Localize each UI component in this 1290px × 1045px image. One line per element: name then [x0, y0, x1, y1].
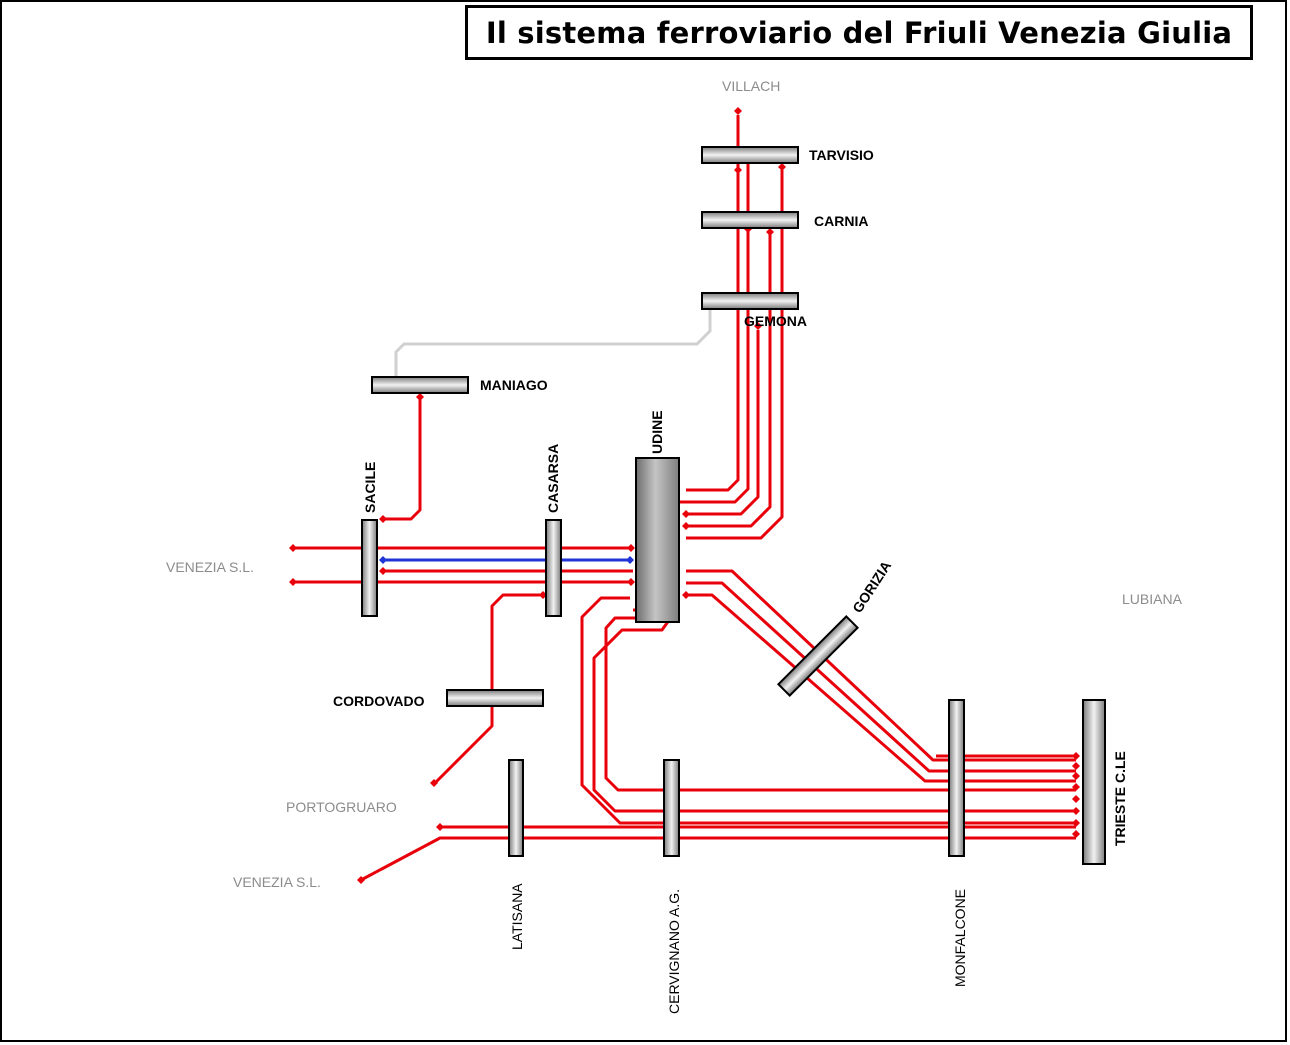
track-tarvisio-udine-3	[686, 330, 760, 516]
station-sacile	[361, 519, 378, 617]
title-box: Il sistema ferroviario del Friuli Venezi…	[465, 5, 1253, 60]
marker	[778, 163, 786, 171]
marker	[1072, 772, 1080, 780]
label-gemona: GEMONA	[744, 313, 807, 329]
station-gemona	[701, 292, 799, 310]
station-maniago	[371, 376, 469, 394]
station-carnia	[701, 211, 799, 229]
track-udine-gorizia-2	[686, 581, 1076, 773]
track-portogruaro-casarsa	[432, 593, 543, 786]
marker	[1072, 819, 1080, 827]
marker	[416, 393, 424, 401]
label-cervignano: CERVIGNANO A.G.	[666, 889, 682, 1014]
marker	[682, 591, 690, 599]
station-monfalcone	[948, 699, 965, 857]
label-destination-lubiana: LUBIANA	[1122, 591, 1183, 607]
label-udine: UDINE	[649, 410, 665, 454]
station-gorizia	[776, 614, 860, 698]
label-cordovado: CORDOVADO	[333, 693, 425, 709]
marker	[734, 107, 742, 115]
marker	[1072, 807, 1080, 815]
marker	[682, 510, 690, 518]
label-tarvisio: TARVISIO	[809, 147, 874, 163]
marker	[754, 322, 762, 330]
label-destination-venezia-north: VENEZIA S.L.	[166, 559, 254, 575]
label-destination-venezia-south: VENEZIA S.L.	[233, 874, 321, 890]
label-destination-portogruaro: PORTOGRUARO	[286, 799, 397, 815]
marker	[379, 567, 387, 575]
track-venezia-latisana-1	[360, 836, 1076, 882]
station-udine	[635, 457, 680, 623]
marker	[379, 556, 387, 564]
station-cordovado	[446, 689, 544, 707]
station-cervignano	[663, 759, 680, 857]
station-tarvisio	[701, 146, 799, 164]
label-destination-villach: VILLACH	[722, 78, 780, 94]
track-udine-gorizia-3	[686, 593, 1076, 783]
marker	[1072, 795, 1080, 803]
marker	[430, 779, 438, 787]
station-latisana	[508, 759, 524, 857]
marker	[682, 522, 690, 530]
stations	[361, 146, 1106, 865]
marker	[1072, 752, 1080, 760]
label-monfalcone: MONFALCONE	[952, 889, 968, 987]
marker	[1072, 762, 1080, 770]
track-tarvisio-udine-1	[686, 163, 740, 492]
marker	[289, 544, 297, 552]
marker	[1072, 783, 1080, 791]
station-casarsa	[545, 519, 562, 617]
track-udine-cervignano-3	[580, 596, 1076, 825]
track-tarvisio-udine-4	[686, 233, 772, 528]
station-trieste	[1082, 699, 1106, 865]
label-maniago: MANIAGO	[480, 377, 548, 393]
diagram-title: Il sistema ferroviario del Friuli Venezi…	[485, 15, 1233, 50]
marker	[379, 515, 387, 523]
track-tarvisio-udine-5	[686, 170, 784, 540]
marker	[436, 823, 444, 831]
track-maniago-sacile	[383, 398, 422, 521]
label-carnia: CARNIA	[814, 213, 868, 229]
label-gorizia: GORIZIA	[849, 558, 894, 616]
marker	[627, 578, 635, 586]
marker	[766, 228, 774, 236]
label-casarsa: CASARSA	[545, 444, 561, 513]
marker	[626, 556, 634, 564]
track-udine-gorizia-1	[686, 569, 1076, 762]
disused-line-maniago-gemona	[394, 302, 712, 378]
label-sacile: SACILE	[362, 462, 378, 513]
label-trieste: TRIESTE C.LE	[1112, 751, 1128, 846]
track-endpoint-markers	[289, 107, 1080, 884]
label-latisana: LATISANA	[509, 883, 525, 950]
marker	[289, 578, 297, 586]
marker	[627, 544, 635, 552]
marker	[734, 166, 742, 174]
marker	[1072, 830, 1080, 838]
marker	[357, 876, 365, 884]
